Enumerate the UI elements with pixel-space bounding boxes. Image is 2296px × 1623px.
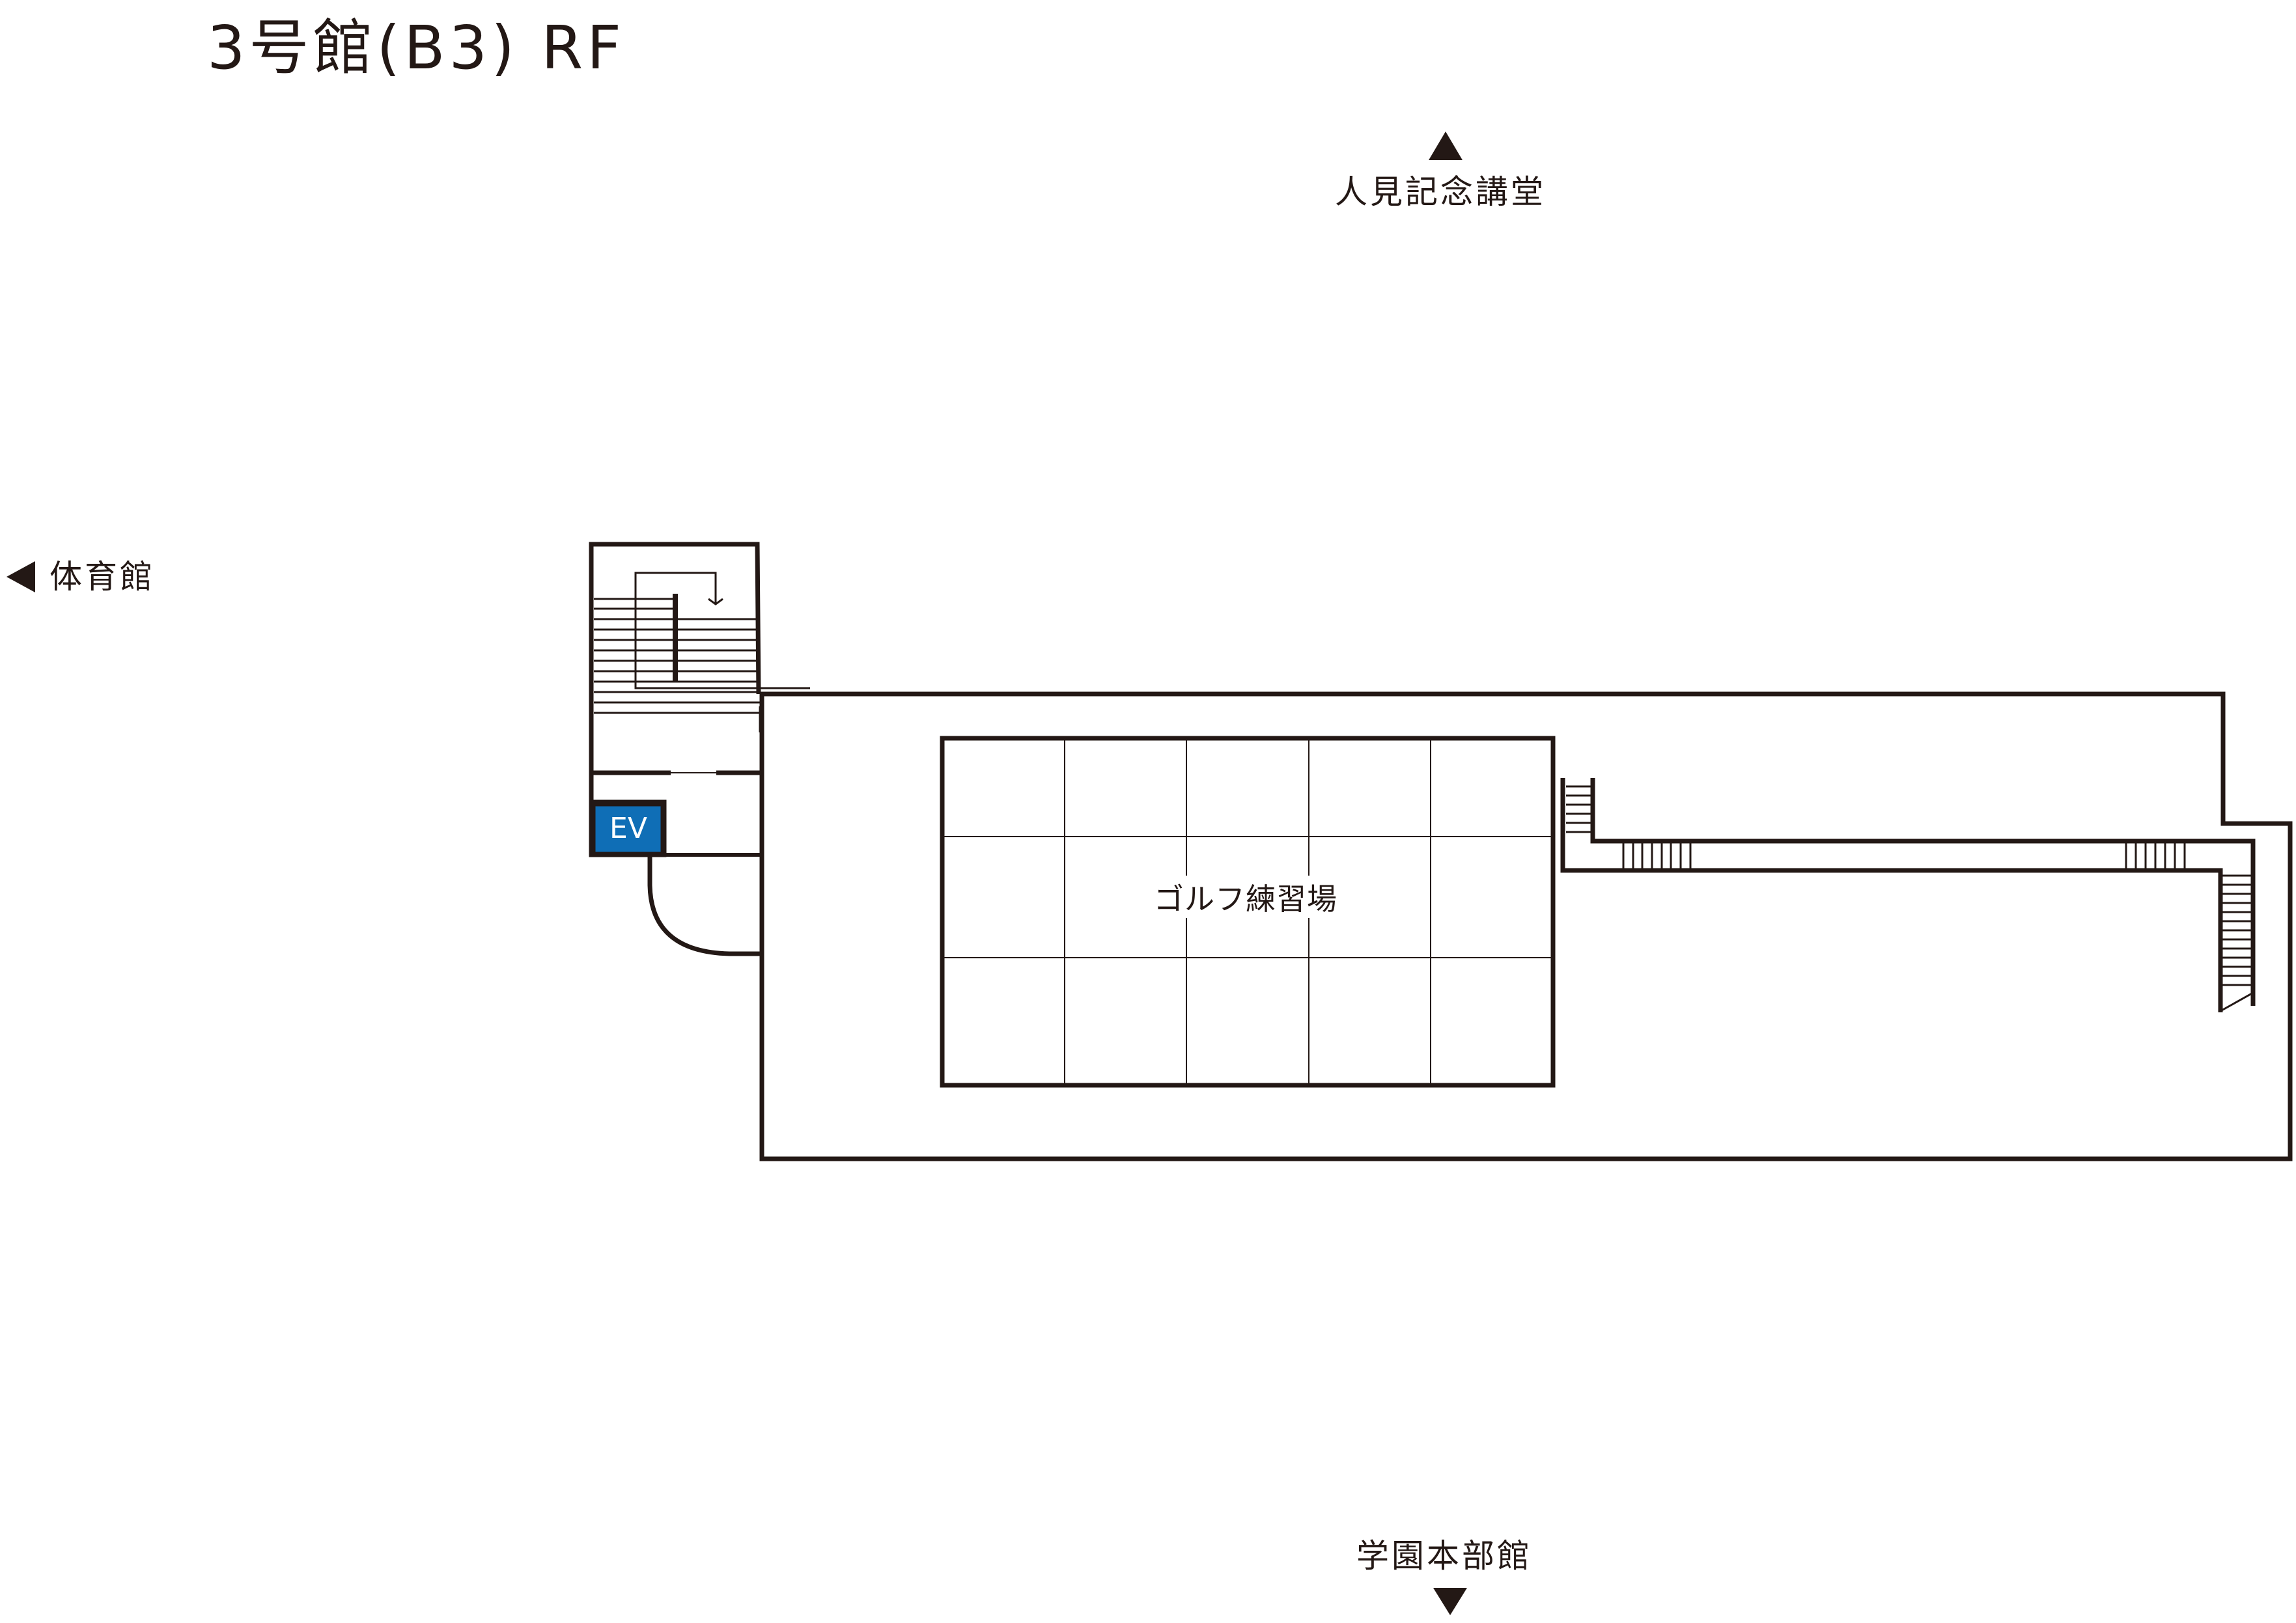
- elevator-box: [591, 801, 665, 857]
- walkway-stairs: [1566, 794, 2254, 1012]
- triangle-left-icon: [7, 561, 35, 592]
- direction-west-label: 体育館: [49, 558, 155, 596]
- direction-south[interactable]: 学園本部館: [1351, 1540, 1566, 1623]
- direction-west[interactable]: 体育館: [5, 557, 175, 602]
- golf-area-outline: [940, 736, 1556, 1088]
- walkway-outline: [1560, 778, 2223, 1012]
- direction-south-label: 学園本部館: [1356, 1537, 1532, 1575]
- triangle-up-icon: [1429, 132, 1463, 160]
- direction-north-label: 人見記念講堂: [1335, 173, 1546, 211]
- elevator-label[interactable]: EV: [609, 811, 647, 845]
- building-outline: [759, 691, 2293, 1161]
- door-swing: [647, 855, 762, 956]
- floor-title: 3号館(B3) RF: [207, 13, 626, 83]
- golf-practice-area-label[interactable]: ゴルフ練習場: [1151, 884, 1340, 914]
- direction-north[interactable]: 人見記念講堂: [1335, 127, 1556, 212]
- triangle-down-icon: [1433, 1588, 1467, 1615]
- golf-grid-lines: [942, 738, 1553, 1085]
